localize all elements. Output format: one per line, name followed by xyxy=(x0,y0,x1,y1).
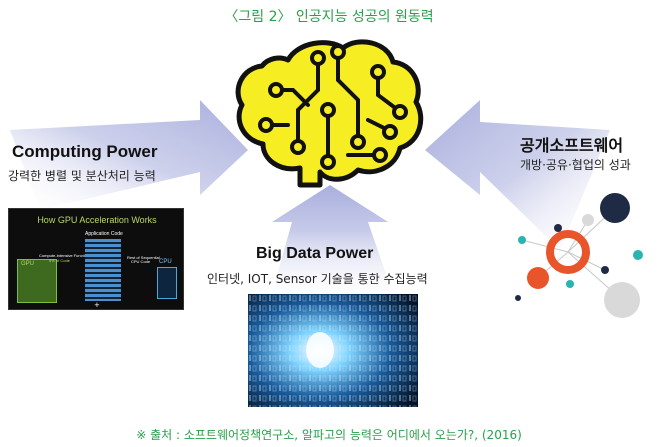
app-code-label: Application Code xyxy=(85,231,123,237)
code-pct-label: 5% of Code xyxy=(49,258,70,263)
cpu-block xyxy=(157,267,177,299)
plus-label: + xyxy=(94,301,100,309)
brain-circuit-icon xyxy=(228,30,428,195)
computing-heading: Computing Power xyxy=(12,142,157,162)
source-caption: ※ 출처 : 소프트웨어정책연구소, 알파고의 능력은 어디에서 오는가?, (… xyxy=(0,426,658,443)
gpu-label: GPU xyxy=(21,261,34,267)
binary-tunnel-image xyxy=(248,294,418,407)
network-dots-graphic xyxy=(500,180,650,320)
cpu-code-label: CPU Code xyxy=(131,259,150,264)
opensource-heading: 공개소프트웨어 xyxy=(520,132,623,156)
bigdata-subtitle: 인터넷, IOT, Sensor 기술을 통한 수집능력 xyxy=(207,270,428,287)
bigdata-heading: Big Data Power xyxy=(256,245,373,263)
computing-subtitle: 강력한 병렬 및 분산처리 능력 xyxy=(8,167,156,184)
opensource-subtitle: 개방·공유·협업의 성과 xyxy=(520,156,631,173)
code-column xyxy=(85,239,121,301)
gpu-image-title: How GPU Acceleration Works xyxy=(9,215,184,225)
cpu-label: CPU xyxy=(159,259,172,265)
gpu-acceleration-image: How GPU Acceleration Works Application C… xyxy=(8,208,184,310)
